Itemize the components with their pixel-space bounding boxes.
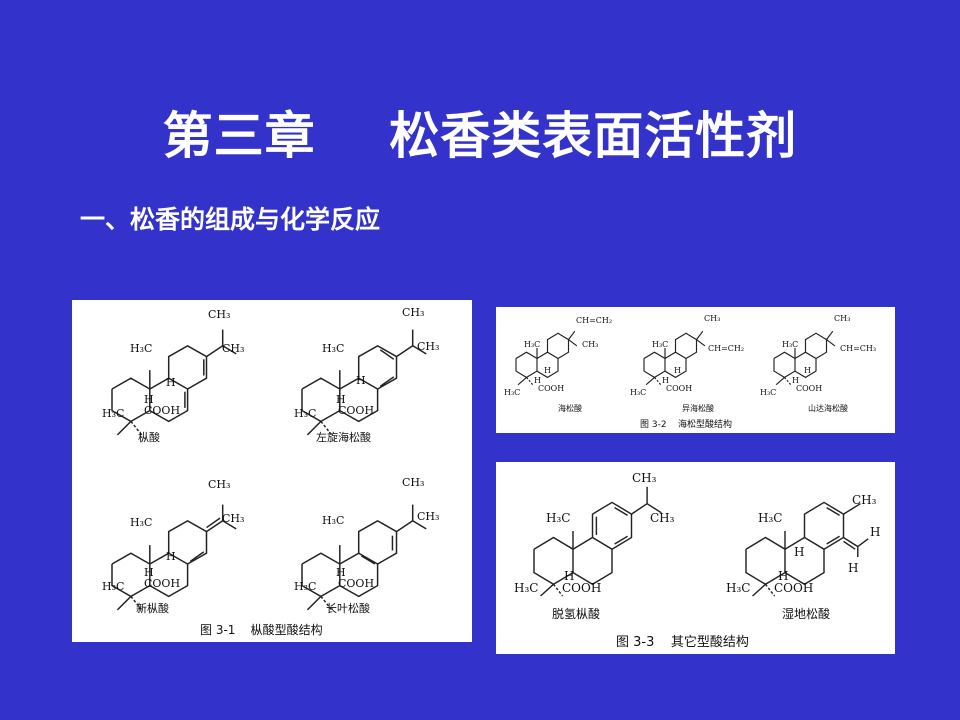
label-h: H xyxy=(356,374,366,387)
label-h3c: H₃C xyxy=(102,407,124,420)
slide-title: 第三章 松香类表面活性剂 xyxy=(162,107,798,165)
figure-3-2-pimaric-type-acids: CH=CH₂ CH₃ H₃C H H H₃C COOH 海松酸 CH₃ CH=C… xyxy=(496,307,895,433)
label-h: H xyxy=(166,550,176,563)
svg-text:H: H xyxy=(778,569,788,583)
svg-text:COOH: COOH xyxy=(666,384,692,393)
svg-text:CH₃: CH₃ xyxy=(650,511,675,525)
svg-text:COOH: COOH xyxy=(774,581,813,595)
label-h: H xyxy=(336,566,346,579)
svg-text:H₃C: H₃C xyxy=(652,340,668,349)
svg-text:COOH: COOH xyxy=(562,581,601,595)
label-ch3: CH₃ xyxy=(402,306,424,319)
label-cooh: COOH xyxy=(144,577,180,590)
compound-name: 新枞酸 xyxy=(136,601,169,615)
svg-text:CH=CH₃: CH=CH₃ xyxy=(840,344,876,353)
svg-text:H₃C: H₃C xyxy=(630,388,646,397)
label-h3c: H₃C xyxy=(322,342,344,355)
label-h: H xyxy=(144,393,154,406)
svg-text:H₃C: H₃C xyxy=(758,511,782,525)
label-h3c: H₃C xyxy=(322,514,344,527)
label-ch3: CH₃ xyxy=(208,478,230,491)
label-ch3: CH₃ xyxy=(417,510,439,523)
slide-subtitle: 一、松香的组成与化学反应 xyxy=(80,205,381,234)
compound-name: 长叶松酸 xyxy=(326,601,370,615)
figure-caption: 图 3-1 枞酸型酸结构 xyxy=(200,622,323,637)
svg-text:H: H xyxy=(544,366,551,375)
svg-text:H₃C: H₃C xyxy=(514,581,538,595)
svg-text:CH=CH₂: CH=CH₂ xyxy=(708,344,744,353)
svg-text:H: H xyxy=(870,525,880,539)
figure-3-3-other-type-acids: CH₃ CH₃ H₃C H H₃C COOH 脱氢枞酸 CH₃ H₃C H H … xyxy=(496,462,895,654)
label-h3c: H₃C xyxy=(294,407,316,420)
svg-text:H: H xyxy=(794,545,804,559)
svg-text:H: H xyxy=(564,569,574,583)
svg-text:H₃C: H₃C xyxy=(546,511,570,525)
label-h3c: H₃C xyxy=(130,342,152,355)
label-h3c: H₃C xyxy=(130,516,152,529)
compound-name: 海松酸 xyxy=(558,403,582,413)
label-cooh: COOH xyxy=(338,577,374,590)
compound-name: 湿地松酸 xyxy=(782,606,830,621)
svg-text:COOH: COOH xyxy=(538,384,564,393)
label-h: H xyxy=(166,376,176,389)
svg-text:H₃C: H₃C xyxy=(782,340,798,349)
svg-text:CH₃: CH₃ xyxy=(834,314,850,323)
figure-caption: 图 3-3 其它型酸结构 xyxy=(616,634,749,650)
compound-name: 异海松酸 xyxy=(682,403,714,413)
svg-text:H₃C: H₃C xyxy=(760,388,776,397)
label-h3c: H₃C xyxy=(294,580,316,593)
label-ch3: CH₃ xyxy=(222,342,244,355)
svg-text:H: H xyxy=(792,376,799,385)
svg-text:CH₃: CH₃ xyxy=(852,493,877,507)
figure-caption: 图 3-2 海松型酸结构 xyxy=(640,418,732,430)
label-h: H xyxy=(144,566,154,579)
compound-name: 脱氢枞酸 xyxy=(552,606,600,621)
svg-text:H₃C: H₃C xyxy=(726,581,750,595)
label-cooh: COOH xyxy=(144,404,180,417)
label-h: H xyxy=(336,393,346,406)
svg-text:CH₃: CH₃ xyxy=(632,471,657,485)
label-ch3: CH₃ xyxy=(222,512,244,525)
svg-text:CH₃: CH₃ xyxy=(704,314,720,323)
svg-text:H₃C: H₃C xyxy=(524,340,540,349)
compound-name: 山达海松酸 xyxy=(808,403,848,413)
label-ch3: CH₃ xyxy=(417,340,439,353)
compound-name: 枞酸 xyxy=(138,430,160,444)
svg-text:H: H xyxy=(674,366,681,375)
label-cooh: COOH xyxy=(338,404,374,417)
svg-text:CH=CH₂: CH=CH₂ xyxy=(576,316,612,325)
svg-text:H: H xyxy=(848,561,858,575)
svg-text:H₃C: H₃C xyxy=(504,388,520,397)
svg-text:H: H xyxy=(534,376,541,385)
figure-3-1-abietic-type-acids: CH₃ CH₃ H₃C H H H₃C COOH 枞酸 CH₃ CH₃ H₃C … xyxy=(72,300,472,642)
svg-text:H: H xyxy=(662,376,669,385)
label-h3c: H₃C xyxy=(102,580,124,593)
label-ch3: CH₃ xyxy=(208,308,230,321)
label-ch3: CH₃ xyxy=(402,476,424,489)
svg-text:H: H xyxy=(804,366,811,375)
svg-text:CH₃: CH₃ xyxy=(582,340,598,349)
svg-text:COOH: COOH xyxy=(796,384,822,393)
compound-name: 左旋海松酸 xyxy=(316,430,371,444)
